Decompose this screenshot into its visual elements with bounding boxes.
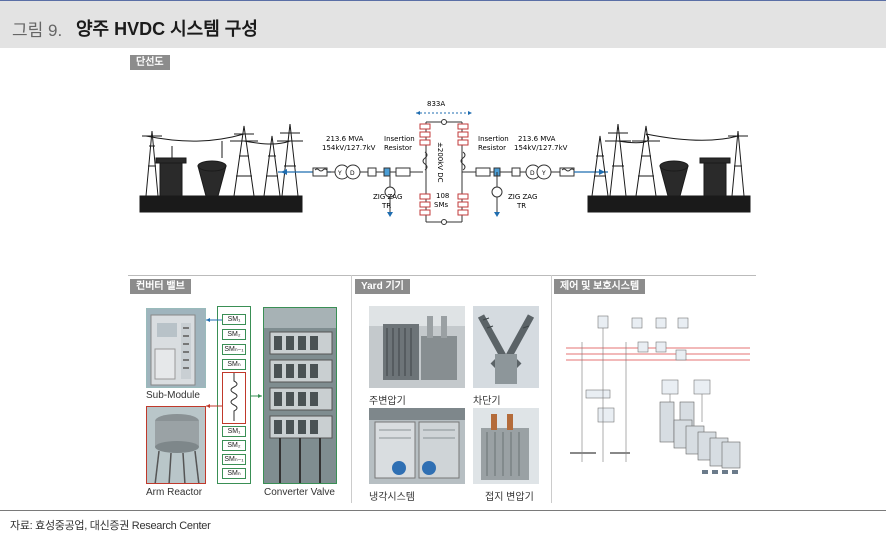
right-rating-2: 154kV/127.7kV bbox=[514, 144, 568, 152]
arm-reactor-caption: Arm Reactor bbox=[146, 487, 203, 498]
sm-1-top: SM₁ bbox=[222, 314, 246, 325]
right-ir-2: Resistor bbox=[478, 144, 506, 152]
arm-reactor-photo bbox=[146, 406, 206, 484]
right-substation-icon bbox=[587, 123, 751, 213]
single-line-tag: 단선도 bbox=[130, 55, 170, 70]
left-ir-2: Resistor bbox=[384, 144, 412, 152]
control-tag: 제어 및 보호시스템 bbox=[554, 279, 646, 294]
left-rating-1: 213.6 MVA bbox=[326, 135, 364, 143]
panel-top-rule bbox=[128, 275, 756, 276]
sm-2-bottom: SM₂ bbox=[222, 440, 246, 451]
right-zigzag-1: ZIG ZAG bbox=[508, 193, 537, 201]
yard-tag: Yard 기기 bbox=[355, 279, 410, 294]
sm-stack-diagram bbox=[217, 306, 251, 484]
control-protection-diagram bbox=[562, 302, 752, 480]
breaker-photo bbox=[473, 306, 539, 388]
figure-title: 양주 HVDC 시스템 구성 bbox=[76, 19, 258, 39]
main-transformer-photo bbox=[369, 306, 465, 388]
sub-module-photo bbox=[146, 308, 206, 388]
left-rating-2: 154kV/127.7kV bbox=[322, 144, 376, 152]
sm-n1-bottom: SMₙ₋₁ bbox=[222, 454, 246, 465]
figure-number: 그림 9. bbox=[12, 21, 63, 40]
sm-n-top: SMₙ bbox=[222, 359, 246, 370]
right-zigzag-2: TR bbox=[516, 202, 526, 210]
right-rating-1: 213.6 MVA bbox=[518, 135, 556, 143]
sm-count-2: SMs bbox=[434, 201, 448, 209]
sm-connector-arrows bbox=[206, 318, 262, 408]
source-text: 자료: 효성중공업, 대신증권 Research Center bbox=[10, 520, 211, 532]
figure-header: 그림 9. 양주 HVDC 시스템 구성 bbox=[0, 0, 886, 48]
sm-n1-top: SMₙ₋₁ bbox=[222, 344, 246, 355]
source-footer: 자료: 효성중공업, 대신증권 Research Center bbox=[0, 510, 886, 532]
right-ir-1: Insertion bbox=[478, 135, 509, 143]
sub-module-caption: Sub-Module bbox=[146, 390, 200, 401]
svg-text:D: D bbox=[530, 170, 535, 177]
arm-reactor-symbol bbox=[222, 372, 246, 424]
converter-valve-photo bbox=[263, 307, 337, 484]
converter-valve-tag: 컨버터 밸브 bbox=[130, 279, 191, 294]
left-zigzag-1: ZIG ZAG bbox=[373, 193, 402, 201]
left-zigzag-2: TR bbox=[381, 202, 391, 210]
sm-count-1: 108 bbox=[436, 192, 449, 200]
converter-valve-caption: Converter Valve bbox=[264, 487, 335, 498]
current-label: 833A bbox=[427, 100, 445, 108]
left-substation-icon bbox=[139, 123, 303, 213]
svg-text:D: D bbox=[350, 170, 355, 177]
breaker-caption: 차단기 bbox=[473, 396, 501, 407]
grounding-transformer-caption: 접지 변압기 bbox=[485, 492, 534, 503]
panel-divider-1 bbox=[351, 275, 352, 503]
svg-text:Y: Y bbox=[541, 170, 546, 177]
svg-text:Y: Y bbox=[337, 170, 342, 177]
dc-voltage-label: ±200kV DC bbox=[436, 142, 444, 183]
left-ir-1: Insertion bbox=[384, 135, 415, 143]
main-transformer-caption: 주변압기 bbox=[369, 396, 406, 407]
grounding-transformer-photo bbox=[473, 408, 539, 484]
sm-1-bottom: SM₁ bbox=[222, 426, 246, 437]
cooling-system-caption: 냉각시스템 bbox=[369, 492, 415, 503]
panel-divider-2 bbox=[551, 275, 552, 503]
sm-n-bottom: SMₙ bbox=[222, 468, 246, 479]
sm-2-top: SM₂ bbox=[222, 329, 246, 340]
cooling-system-photo bbox=[369, 408, 465, 484]
single-line-diagram: Y D 213.6 MVA 154kV/127.7kV Insertion Re… bbox=[139, 100, 751, 225]
